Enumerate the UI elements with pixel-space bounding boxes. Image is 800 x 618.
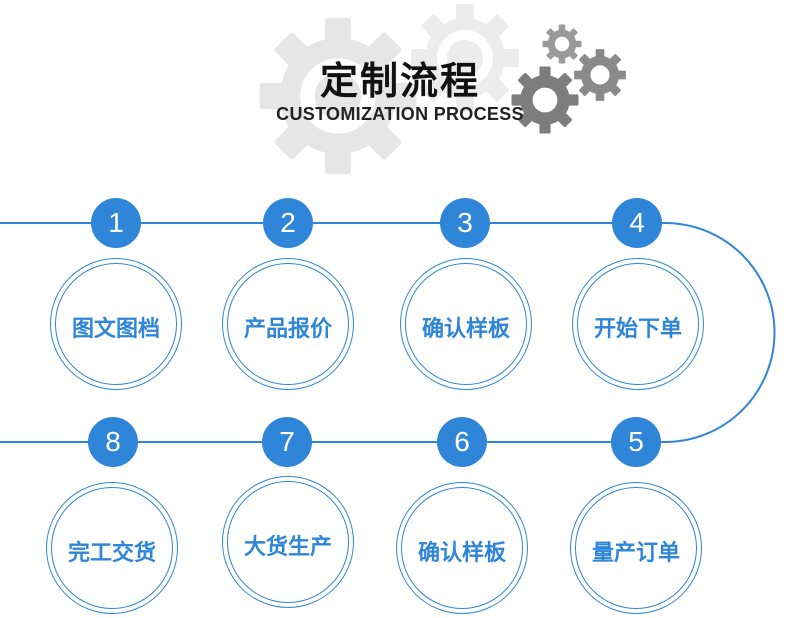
step-5-badge: 5 <box>611 417 661 467</box>
step-4-label: 开始下单 <box>593 317 682 342</box>
step-4-circle <box>572 258 704 390</box>
gear-medium-icon <box>411 4 519 112</box>
step-3-label: 确认样板 <box>421 317 510 342</box>
gear-dark-large-icon <box>511 66 579 134</box>
step-6-label: 确认样板 <box>417 541 506 566</box>
step-8-badge: 8 <box>88 417 138 467</box>
step-2-label: 产品报价 <box>243 317 332 342</box>
step-3-circle <box>400 258 532 390</box>
step-8-label: 完工交货 <box>67 541 156 566</box>
page-subtitle: CUSTOMIZATION PROCESS <box>276 104 524 124</box>
step-6-circle <box>396 482 528 614</box>
step-4-badge: 4 <box>612 198 662 248</box>
step-7-circle <box>222 476 354 608</box>
step-2-badge: 2 <box>263 198 313 248</box>
step-8-circle <box>46 482 178 614</box>
page-title: 定制流程 <box>319 59 480 103</box>
step-7-label: 大货生产 <box>243 535 332 560</box>
step-2-circle <box>222 258 354 390</box>
right-curve-connector <box>664 222 776 443</box>
step-6-badge: 6 <box>437 417 487 467</box>
step-7-badge: 7 <box>262 417 312 467</box>
gear-large-icon <box>259 17 417 175</box>
gear-dark-medium-icon <box>574 49 626 101</box>
step-3-badge: 3 <box>440 198 490 248</box>
gear-dark-small-icon <box>542 24 582 64</box>
step-5-circle <box>570 482 702 614</box>
step-1-label: 图文图档 <box>71 317 160 342</box>
step-1-circle <box>50 258 182 390</box>
step-1-badge: 1 <box>91 198 141 248</box>
step-5-label: 量产订单 <box>591 541 680 566</box>
